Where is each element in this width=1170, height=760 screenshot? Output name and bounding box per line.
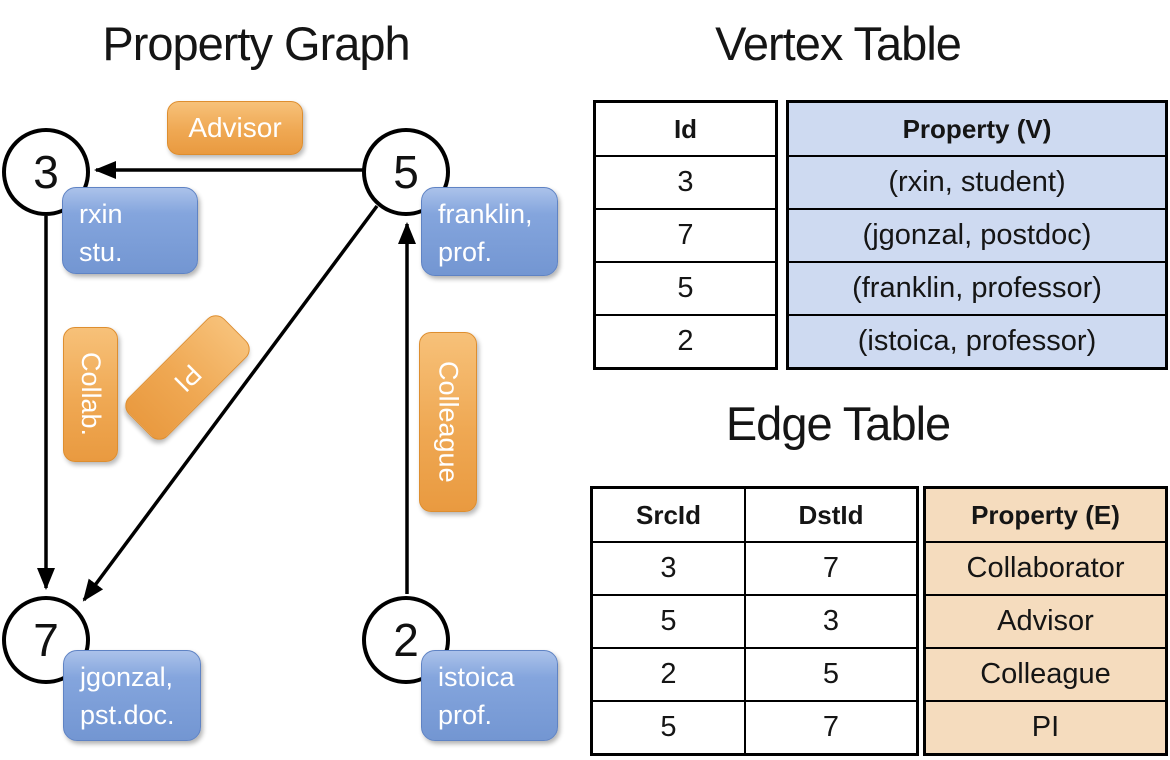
table-cell: 7 <box>744 541 919 596</box>
table-cell: Advisor <box>923 594 1168 649</box>
dstid-header: DstId <box>744 486 919 543</box>
vertex-id-label: 7 <box>33 614 59 666</box>
vertex-table-id-column: Id 3 7 5 2 <box>593 100 778 370</box>
table-cell: 5 <box>744 647 919 702</box>
table-row: 2 <box>593 314 778 370</box>
graph-edges <box>37 161 416 602</box>
table-cell: (rxin, student) <box>786 155 1168 210</box>
edge-label-advisor: Advisor <box>167 101 303 155</box>
vertex-id-label: 5 <box>393 146 419 198</box>
vertex-property-header: Property (V) <box>786 100 1168 157</box>
vertex-attr-line: pst.doc. <box>80 700 175 731</box>
table-row: 3 <box>593 155 778 210</box>
table-cell: 2 <box>593 314 778 370</box>
table-row: 5 <box>593 261 778 316</box>
table-cell: 7 <box>593 208 778 263</box>
table-cell: Collaborator <box>923 541 1168 596</box>
vertex-attr-box-rxin: rxin stu. <box>62 187 198 274</box>
table-cell: Colleague <box>923 647 1168 702</box>
table-row: PI <box>923 700 1168 756</box>
vertex-attr-line: prof. <box>438 700 493 731</box>
table-row: 5 3 <box>590 594 919 649</box>
table-cell: 5 <box>590 594 746 649</box>
table-cell: 3 <box>744 594 919 649</box>
vertex-attr-box-jgonzal: jgonzal, pst.doc. <box>63 650 201 741</box>
table-cell: 2 <box>590 647 746 702</box>
table-row: (istoica, professor) <box>786 314 1168 370</box>
table-row: 2 5 <box>590 647 919 702</box>
vertex-attr-line: istoica <box>438 662 515 692</box>
edge-label-collab: Collab. <box>63 327 118 462</box>
edge-table-title: Edge Table <box>725 397 951 450</box>
table-row: 5 7 <box>590 700 919 756</box>
vertex-attr-line: stu. <box>79 237 123 268</box>
table-cell: (istoica, professor) <box>786 314 1168 370</box>
table-cell: PI <box>923 700 1168 756</box>
table-row: Collaborator <box>923 541 1168 596</box>
edge-pi-arrow <box>82 204 379 602</box>
table-cell: (franklin, professor) <box>786 261 1168 316</box>
table-row: (rxin, student) <box>786 155 1168 210</box>
vertex-table-title: Vertex Table <box>715 17 962 70</box>
table-row: (franklin, professor) <box>786 261 1168 316</box>
table-cell: 5 <box>593 261 778 316</box>
vertex-id-label: 3 <box>33 146 59 198</box>
vertex-id-label: 2 <box>393 614 419 666</box>
srcid-header: SrcId <box>590 486 746 543</box>
vertex-node-5: 5 <box>362 128 450 216</box>
vertex-attr-box-istoica: istoica prof. <box>421 650 558 741</box>
edge-table-property-column: Property (E) Collaborator Advisor Collea… <box>923 486 1168 756</box>
table-cell: (jgonzal, postdoc) <box>786 208 1168 263</box>
edge-table-id-columns: SrcId DstId 3 7 5 3 2 5 5 7 <box>590 486 919 756</box>
vertex-table-property-column: Property (V) (rxin, student) (jgonzal, p… <box>786 100 1168 370</box>
table-row: 7 <box>593 208 778 263</box>
table-row: Colleague <box>923 647 1168 702</box>
table-row: (jgonzal, postdoc) <box>786 208 1168 263</box>
vertex-attr-box-franklin: franklin, prof. <box>421 187 558 276</box>
table-cell: 3 <box>593 155 778 210</box>
table-cell: 3 <box>590 541 746 596</box>
vertex-attr-line: jgonzal, <box>80 662 174 692</box>
table-cell: 5 <box>590 700 746 756</box>
vertex-node-2: 2 <box>362 596 450 684</box>
edge-property-header: Property (E) <box>923 486 1168 543</box>
vertex-attr-line: prof. <box>438 237 493 268</box>
edge-label-colleague: Colleague <box>419 332 477 512</box>
table-row: 3 7 <box>590 541 919 596</box>
graph-title: Property Graph <box>102 17 410 70</box>
table-row: Advisor <box>923 594 1168 649</box>
vertex-attr-line: franklin, <box>438 199 533 229</box>
vertex-attr-line: rxin <box>79 199 123 229</box>
table-cell: 7 <box>744 700 919 756</box>
vertex-id-header: Id <box>593 100 778 157</box>
